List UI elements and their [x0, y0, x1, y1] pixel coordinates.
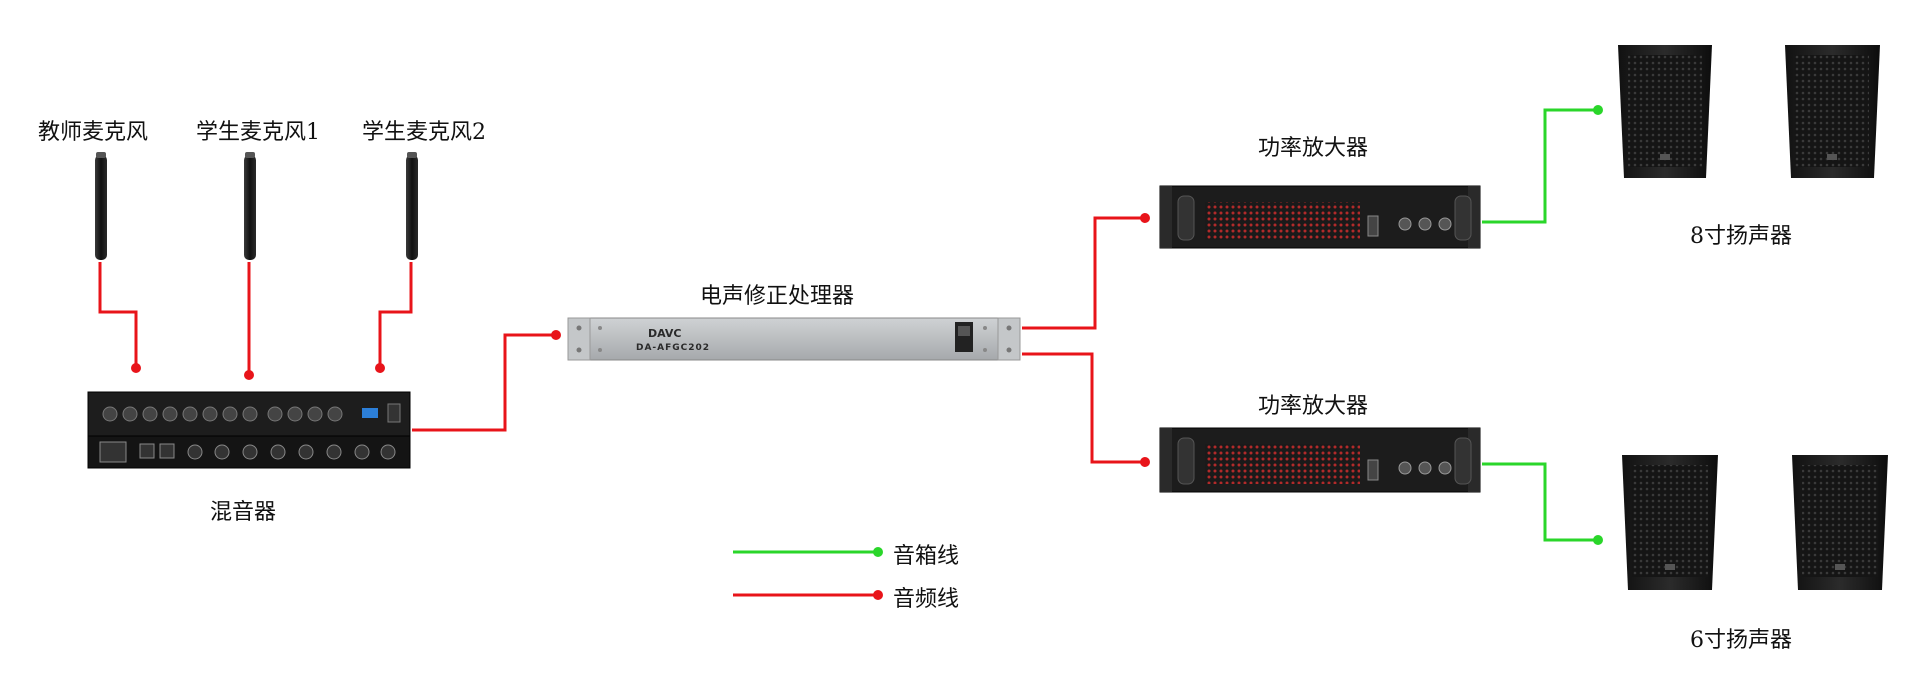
amplifier-bottom	[1159, 427, 1481, 493]
label-speakers-6: 6寸扬声器	[1690, 628, 1792, 653]
legend-audio-cable-line	[733, 590, 883, 600]
mic-teacher	[95, 152, 107, 260]
audio-lines-processor-amps	[1022, 216, 1145, 464]
processor-brand-text: DAVC	[648, 327, 681, 340]
label-mic-teacher: 教师麦克风	[38, 120, 149, 145]
speaker-8-left	[1618, 45, 1712, 178]
audio-line-dots-amps	[1140, 213, 1150, 467]
audio-line-mixer-processor	[412, 333, 556, 432]
speaker-6-left	[1622, 455, 1718, 590]
speaker-lines	[1482, 108, 1598, 542]
label-mixer: 混音器	[210, 500, 277, 525]
legend-speaker-cable-line	[733, 547, 883, 557]
speaker-6-right	[1792, 455, 1888, 590]
speaker-8-right	[1785, 45, 1880, 178]
audio-line-dot-processor	[551, 330, 561, 340]
label-mic-student-2: 学生麦克风2	[362, 120, 486, 145]
audio-line-dots-mics	[131, 363, 385, 380]
label-amp-bottom: 功率放大器	[1258, 394, 1369, 419]
label-speakers-8: 8寸扬声器	[1690, 224, 1792, 249]
audio-lines-mics	[98, 262, 413, 375]
legend-audio-cable-label: 音频线	[893, 587, 960, 612]
processor-device	[567, 317, 1021, 361]
mic-student-2	[406, 152, 418, 260]
label-processor: 电声修正处理器	[700, 284, 855, 309]
amplifier-top	[1159, 185, 1481, 249]
legend-speaker-cable-label: 音箱线	[893, 544, 960, 569]
mixer-device	[87, 391, 411, 469]
label-amp-top: 功率放大器	[1258, 136, 1369, 161]
processor-model-text: DA-AFGC202	[636, 343, 710, 353]
speaker-line-dots	[1593, 105, 1603, 545]
mic-student-1	[244, 152, 256, 260]
label-mic-student-1: 学生麦克风1	[196, 120, 320, 145]
